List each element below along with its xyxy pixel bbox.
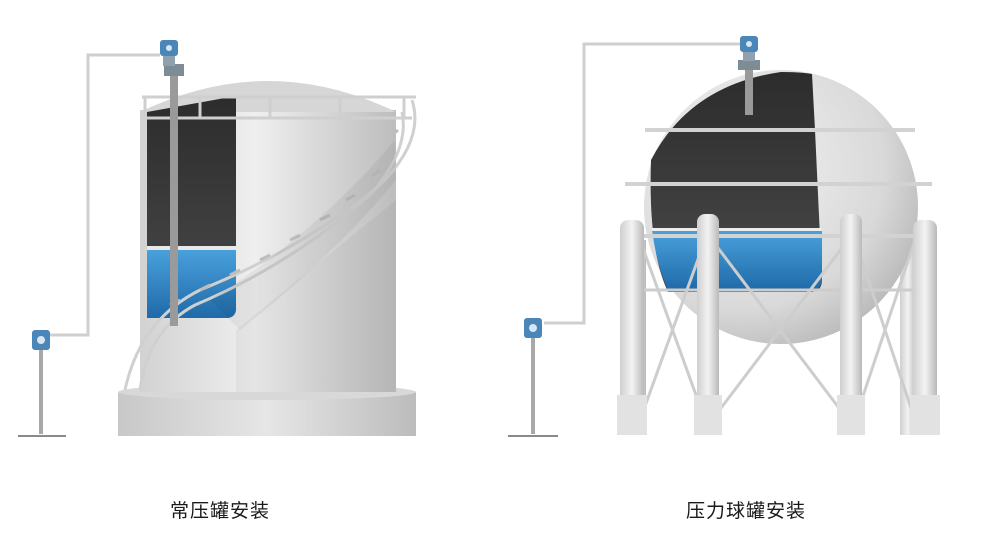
signal-pipe-right [544, 42, 740, 325]
pressure-transmitter-left [18, 330, 66, 437]
cross-bracing [625, 239, 932, 421]
roof-railing [142, 95, 416, 120]
radar-level-sensor-right [738, 36, 760, 115]
pressure-transmitter-icon [32, 330, 50, 350]
radar-level-sensor-left [160, 40, 184, 326]
support-legs [617, 214, 940, 435]
pressure-transmitter-icon [524, 318, 542, 338]
sphere-liquid [652, 230, 822, 290]
signal-pipe-left [50, 53, 160, 337]
radar-level-sensor-icon [740, 36, 758, 61]
radar-level-sensor-icon [160, 40, 178, 66]
sphere-rails [625, 128, 932, 238]
pressure-transmitter-right [508, 318, 558, 437]
pressure-sphere-caption: 压力球罐安装 [686, 500, 807, 522]
atmospheric-tank [18, 40, 417, 437]
atmospheric-tank-caption: 常压罐安装 [170, 500, 271, 522]
pressure-sphere-tank [508, 36, 940, 437]
tank-liquid [147, 248, 236, 318]
